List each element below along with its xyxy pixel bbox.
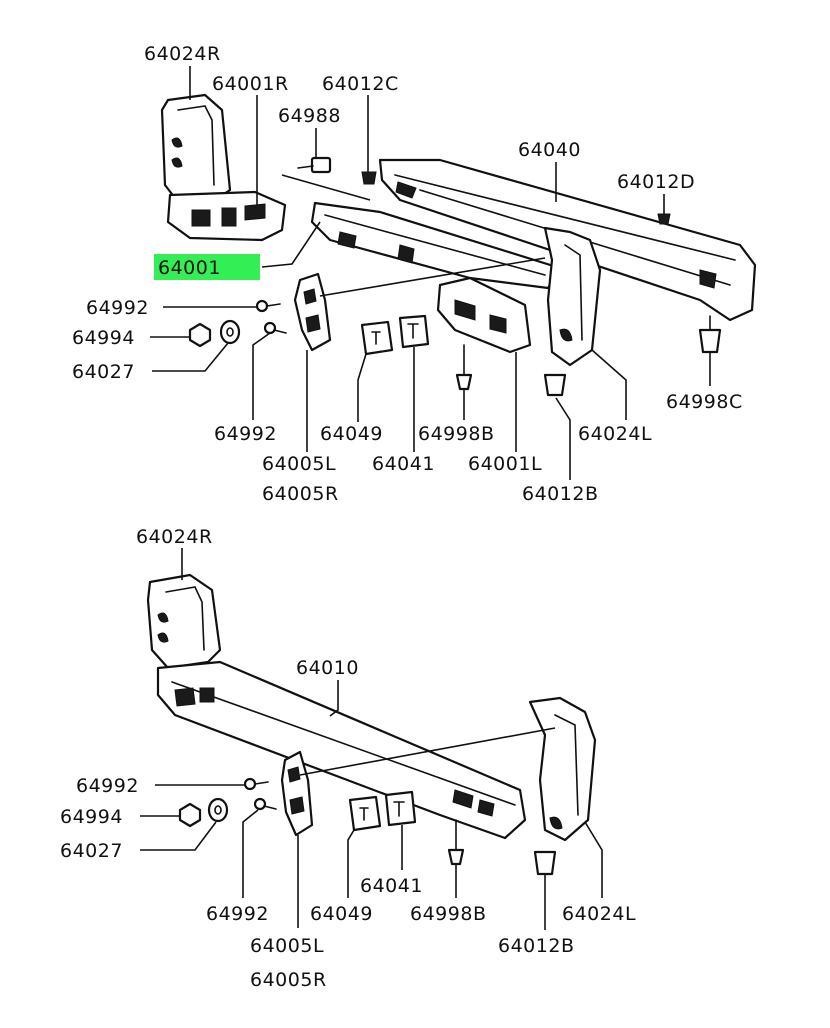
leader-64049 (357, 353, 367, 422)
upper-stud-64998C[interactable] (698, 315, 722, 354)
label-64998B-lower: 64998B (410, 903, 486, 925)
lower-bracket-left[interactable] (528, 696, 597, 842)
upper-assembly: 64024R 64001R 64012C 64988 64040 64012D … (72, 43, 757, 505)
lower-nut-64994[interactable] (178, 802, 202, 828)
label-64049: 64049 (320, 423, 383, 445)
label-64988: 64988 (278, 105, 341, 127)
guide-line (281, 174, 371, 201)
upper-bracket-right[interactable] (160, 93, 232, 204)
label-64001L: 64001L (468, 453, 542, 475)
leader-64024L-lower (584, 821, 603, 898)
label-64012C: 64012C (322, 73, 399, 95)
label-64012B-lower: 64012B (498, 935, 574, 957)
guide-line (299, 727, 556, 776)
upper-bolt-64988[interactable] (297, 156, 332, 174)
upper-clip-64012D[interactable] (657, 213, 671, 225)
label-64049-lower: 64049 (310, 903, 373, 925)
label-64041-lower: 64041 (360, 875, 423, 897)
label-64992-a: 64992 (86, 297, 149, 319)
leader-64049-lower (347, 829, 355, 898)
lower-washer-64027[interactable] (207, 797, 229, 823)
label-64024R: 64024R (144, 43, 221, 65)
label-64001: 64001 (158, 257, 221, 279)
leader-64992-b (252, 332, 271, 420)
lower-pad-64049[interactable] (348, 795, 382, 832)
highlight-64001 (154, 254, 260, 280)
label-64010: 64010 (296, 657, 359, 679)
label-64998C: 64998C (666, 391, 743, 413)
label-64012B: 64012B (522, 483, 598, 505)
lower-bracket-right[interactable] (146, 573, 222, 670)
label-64005L: 64005L (262, 453, 336, 475)
upper-screw-64992-b[interactable] (263, 321, 287, 335)
guide-line (319, 257, 546, 297)
label-64992-b-lower: 64992 (206, 903, 269, 925)
upper-pad-64041[interactable] (398, 314, 430, 349)
upper-nut-64994[interactable] (188, 322, 212, 348)
upper-bar-right-end[interactable] (166, 190, 287, 242)
upper-screw-64992-a[interactable] (255, 299, 281, 313)
label-64994-lower: 64994 (60, 806, 123, 828)
label-64998B: 64998B (418, 423, 494, 445)
upper-clip-64012B[interactable] (543, 373, 567, 397)
upper-stud-64998B[interactable] (455, 344, 473, 391)
lower-stay[interactable] (280, 750, 314, 837)
label-64040: 64040 (518, 139, 581, 161)
upper-bracket-left[interactable] (543, 226, 602, 367)
label-64992-b: 64992 (214, 423, 277, 445)
label-64001R: 64001R (212, 73, 289, 95)
lower-pad-64041[interactable] (384, 790, 417, 827)
lower-stud-64998B[interactable] (447, 819, 465, 866)
label-64024R-lower: 64024R (136, 526, 213, 548)
label-64005R-lower: 64005R (250, 969, 327, 991)
label-64024L: 64024L (578, 423, 652, 445)
upper-clip-64012C[interactable] (361, 171, 377, 185)
lower-bar[interactable] (156, 660, 527, 840)
label-64005L-lower: 64005L (250, 935, 324, 957)
lower-clip-64012B[interactable] (533, 850, 557, 876)
label-64012D: 64012D (617, 171, 695, 193)
upper-pad-64049[interactable] (360, 320, 394, 356)
leader-64012B (555, 397, 571, 480)
lower-assembly: 64024R 64010 64992 64994 64027 64041 649… (60, 526, 636, 991)
upper-bar-assy[interactable] (310, 201, 562, 290)
leader-64010 (329, 680, 339, 717)
leader-64027-lower (140, 821, 217, 851)
label-64041: 64041 (372, 453, 435, 475)
leader-64024L (591, 349, 627, 420)
leader-64001 (261, 221, 321, 268)
label-64027: 64027 (72, 361, 135, 383)
label-64027-lower: 64027 (60, 840, 123, 862)
upper-washer-64027[interactable] (219, 319, 241, 345)
label-64994: 64994 (72, 327, 135, 349)
leader-64027 (152, 342, 229, 372)
lower-screw-64992-a[interactable] (243, 777, 269, 791)
label-64005R: 64005R (262, 483, 339, 505)
upper-stay[interactable] (293, 272, 332, 352)
leader-64992-b-lower (242, 809, 259, 898)
lower-screw-64992-b[interactable] (253, 797, 277, 811)
label-64992-a-lower: 64992 (76, 775, 139, 797)
label-64024L-lower: 64024L (562, 903, 636, 925)
upper-bar-left-end[interactable] (436, 276, 532, 354)
